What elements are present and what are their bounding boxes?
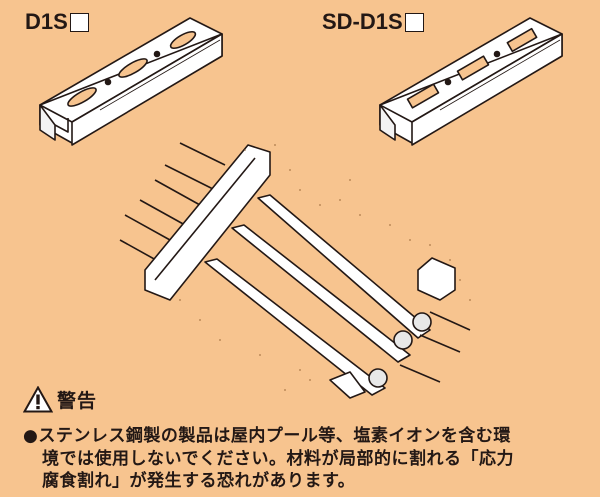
- channel-illustration: [39, 17, 563, 399]
- warning-text: ●ステンレス鋼製の製品は屋内プール等、塩素イオンを含む環 境では使用しないでくだ…: [23, 425, 593, 493]
- product-code: D1S: [25, 9, 68, 34]
- placeholder-box-icon: [69, 12, 89, 32]
- bullet: ●: [23, 426, 39, 446]
- warning-line-3: 腐食割れ」が発生する恐れがあります。: [42, 471, 356, 491]
- product-code: SD-D1S: [322, 9, 403, 34]
- product-label-d1s: D1S: [25, 9, 89, 35]
- installation-scene-image: [119, 142, 471, 399]
- d1s-channel-image: [39, 17, 223, 146]
- placeholder-box-icon: [404, 12, 424, 32]
- warning-line-2: 境では使用しないでください。材料が局部的に割れる「応力: [42, 448, 514, 469]
- product-label-sd-d1s: SD-D1S: [322, 9, 424, 35]
- sd-d1s-channel-image: [379, 17, 563, 146]
- warning-triangle-icon: [23, 386, 53, 413]
- warning-title: 警告: [57, 390, 98, 412]
- warning-header: 警告: [23, 386, 97, 413]
- warning-line-1: ●ステンレス鋼製の製品は屋内プール等、塩素イオンを含む環: [23, 426, 511, 446]
- dust-speckle: [179, 144, 471, 391]
